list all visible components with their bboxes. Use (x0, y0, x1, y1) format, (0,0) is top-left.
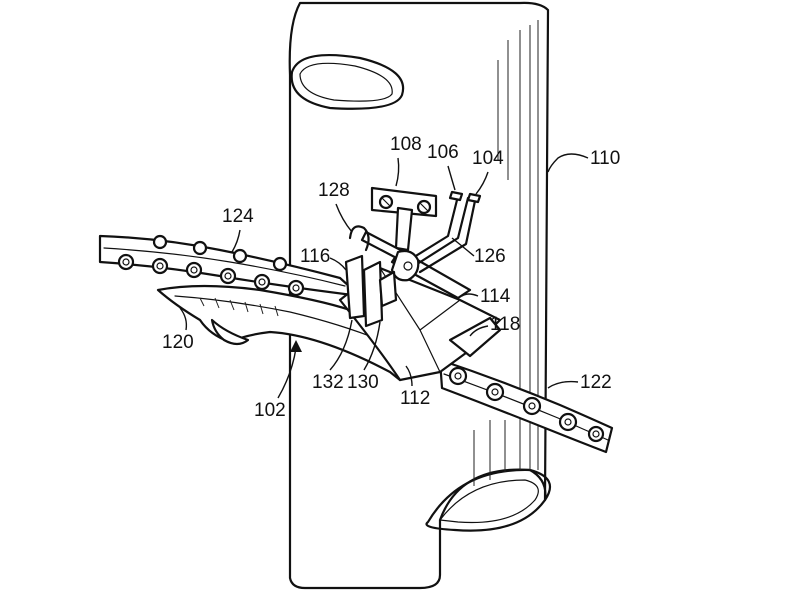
chain-rollers-upper (117, 234, 305, 297)
label-128: 128 (318, 180, 350, 201)
label-110: 110 (590, 148, 620, 169)
label-114: 114 (480, 286, 511, 307)
label-132: 132 (312, 372, 344, 393)
arrowhead-icon (290, 340, 302, 352)
label-126: 126 (474, 246, 506, 267)
chain (98, 234, 614, 454)
chain-rollers-lower (448, 366, 605, 443)
label-120: 120 (162, 332, 194, 353)
label-106: 106 (427, 142, 459, 163)
label-112: 112 (400, 388, 430, 409)
label-108: 108 (390, 134, 422, 155)
label-102: 102 (254, 400, 286, 421)
mount-bracket (344, 186, 482, 328)
label-116: 116 (300, 246, 330, 267)
label-130: 130 (347, 372, 379, 393)
label-118: 118 (490, 314, 520, 335)
label-122: 122 (580, 372, 612, 393)
label-104: 104 (472, 148, 504, 169)
reference-labels: 108 106 104 110 128 124 116 126 114 118 … (162, 134, 620, 421)
seat-tube (288, 1, 552, 590)
label-124: 124 (222, 206, 254, 227)
